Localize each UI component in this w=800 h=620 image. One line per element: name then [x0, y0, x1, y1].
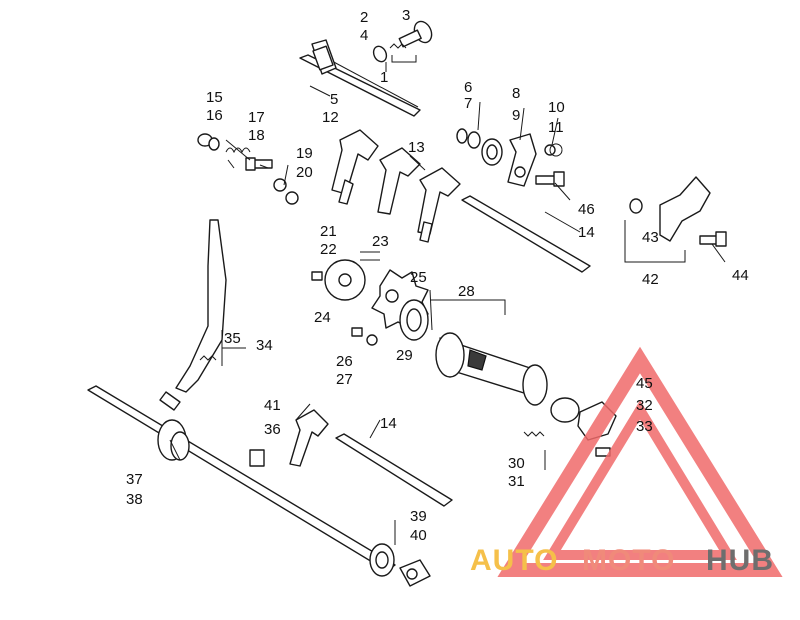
bolt-46: [535, 171, 565, 187]
callout-21: 21: [320, 223, 337, 240]
callout-29: 29: [396, 347, 413, 364]
callout-32: 32: [636, 397, 653, 414]
shift-rod-14-lower: [335, 433, 453, 507]
callout-40: 40: [410, 527, 427, 544]
shift-rod-14-upper: [461, 195, 591, 273]
clip-10-11: [544, 143, 563, 157]
spring-detent: [389, 43, 407, 49]
upper-shift-shaft: [299, 39, 421, 117]
callout-17: 17: [248, 109, 265, 126]
shift-lever-arm: [159, 219, 227, 411]
callout-14-lower: 14: [380, 415, 397, 432]
washer-6-7: [456, 128, 481, 149]
watermark-moto: MOTO: [582, 544, 675, 577]
callout-2: 2: [360, 9, 368, 26]
shaft-seal-cap: [398, 20, 433, 48]
return-spring: [225, 147, 251, 169]
callout-23: 23: [372, 233, 389, 250]
bolt-26-27: [351, 327, 378, 346]
o-ring-small: [372, 45, 388, 63]
callout-22: 22: [320, 241, 337, 258]
callout-37: 37: [126, 471, 143, 488]
plate-24: [324, 259, 366, 301]
callout-44: 44: [732, 267, 749, 284]
collar-40: [399, 559, 431, 587]
callout-45: 45: [636, 375, 653, 392]
callout-11: 11: [548, 119, 564, 136]
callout-9: 9: [512, 107, 520, 124]
shift-fork-12: [331, 129, 379, 205]
callout-19: 19: [296, 145, 313, 162]
callout-34: 34: [256, 337, 273, 354]
main-shaft-lower: [87, 385, 396, 572]
washer-15-16: [197, 133, 220, 151]
washer-19-20: [273, 178, 299, 205]
callout-24: 24: [314, 309, 331, 326]
bolt-36: [249, 449, 265, 467]
callout-6: 6: [464, 79, 472, 96]
callout-25: 25: [410, 269, 427, 286]
bearing-29: [399, 299, 429, 341]
callout-28: 28: [458, 283, 475, 300]
bolt-18: [245, 157, 273, 171]
callout-39: 39: [410, 508, 427, 525]
callout-3: 3: [402, 7, 410, 24]
shift-arm-9: [507, 133, 537, 187]
callout-18: 18: [248, 127, 265, 144]
callout-15: 15: [206, 89, 223, 106]
shift-fork-13b: [417, 167, 461, 243]
callout-14-upper: 14: [578, 224, 595, 241]
callout-8: 8: [512, 85, 520, 102]
callout-31: 31: [508, 473, 525, 490]
callout-7: 7: [464, 95, 472, 112]
callout-10: 10: [548, 99, 565, 116]
callout-41: 41: [264, 397, 281, 414]
bearing-39: [369, 543, 395, 577]
watermark-auto: AUTO: [470, 544, 558, 577]
callout-1: 1: [380, 69, 388, 86]
callout-labels: 2 3 4 1 5 6 7 8 9 10 11 12 13 14 14 15 1…: [126, 7, 749, 544]
leader-lines: [169, 55, 726, 545]
callout-43: 43: [642, 229, 659, 246]
callout-27: 27: [336, 371, 353, 388]
o-ring-45: [550, 397, 580, 423]
callout-42: 42: [642, 271, 659, 288]
shift-drum-28: [435, 332, 548, 406]
callout-38: 38: [126, 491, 143, 508]
callout-30: 30: [508, 455, 525, 472]
bolt-44: [699, 231, 727, 247]
callout-20: 20: [296, 164, 313, 181]
spring-35: [199, 355, 217, 361]
watermark-hub: HUB: [706, 544, 774, 577]
callout-16: 16: [206, 107, 223, 124]
spring-30-31: [523, 431, 545, 437]
callout-33: 33: [636, 418, 653, 435]
shift-fork-13a: [377, 147, 421, 215]
callout-35: 35: [224, 330, 241, 347]
callout-36: 36: [264, 421, 281, 438]
callout-12: 12: [322, 109, 339, 126]
callout-26: 26: [336, 353, 353, 370]
shift-cam-43: [629, 176, 711, 242]
bearing-8: [481, 138, 503, 166]
callout-5: 5: [330, 91, 338, 108]
watermark-logo: AUTO MOTO HUB: [470, 346, 783, 577]
callout-4: 4: [360, 27, 368, 44]
bolt-21-22: [311, 271, 323, 281]
callout-13: 13: [408, 139, 425, 156]
callout-46: 46: [578, 201, 595, 218]
shift-fork-41: [289, 409, 329, 467]
